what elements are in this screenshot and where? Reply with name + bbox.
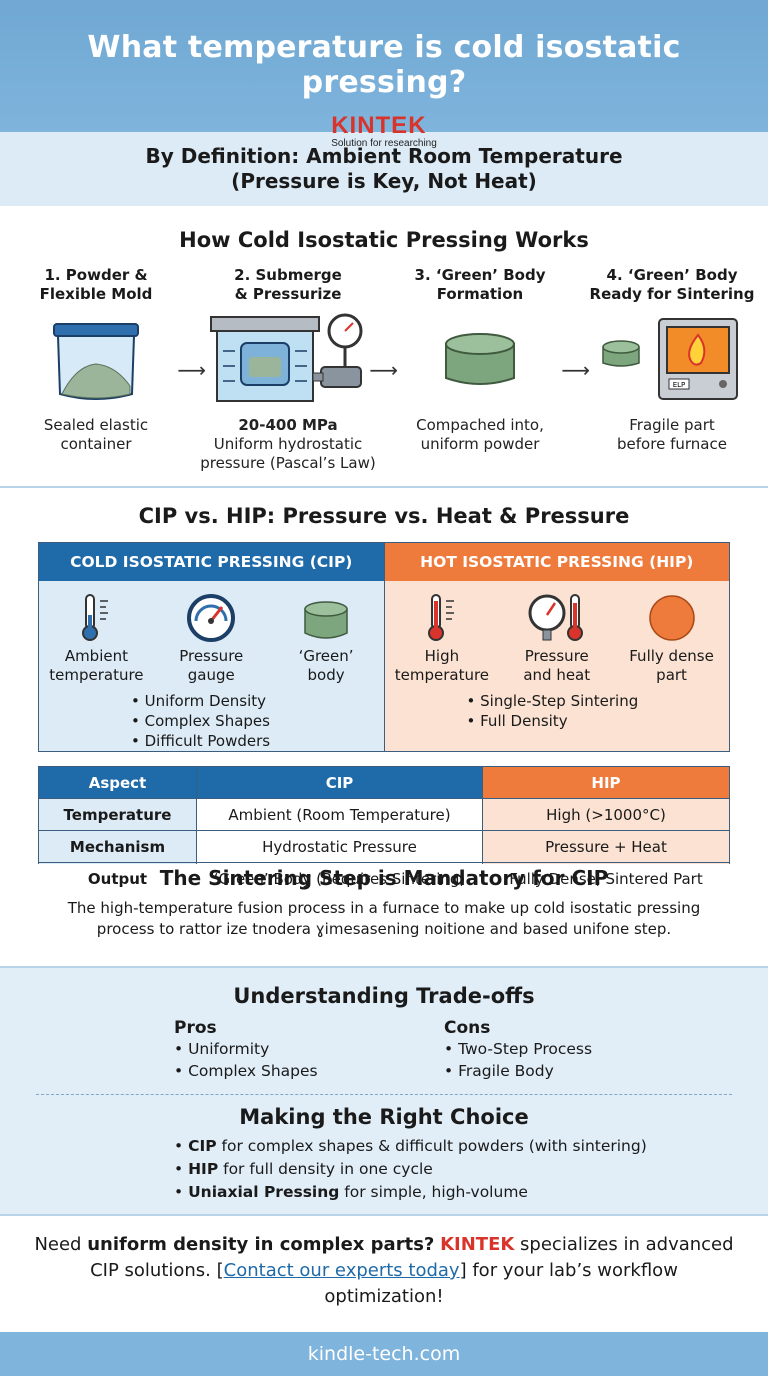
list-item: Fragile Body — [444, 1060, 714, 1082]
list-item: Uniaxial Pressing for simple, high-volum… — [174, 1181, 768, 1204]
step-title: 2. Submerge& Pressurize — [234, 266, 342, 303]
sintering-text: The high-temperature fusion process in a… — [67, 899, 701, 938]
table-header-row: Aspect CIP HIP — [38, 766, 730, 799]
cip-card-header: COLD ISOSTATIC PRESSING (CIP) — [39, 543, 384, 581]
list-item: Two-Step Process — [444, 1038, 714, 1060]
thermometer-high-icon — [387, 591, 497, 643]
mold-container-icon — [0, 306, 192, 416]
table-header: HIP — [482, 766, 730, 799]
table-row: Mechanism Hydrostatic Pressure Pressure … — [38, 830, 730, 863]
furnace-display: ELP — [673, 381, 686, 389]
gauge-thermometer-icon — [502, 591, 612, 643]
thermometer-low-icon — [41, 591, 151, 643]
arrow-right-icon: ⟶ — [561, 358, 590, 382]
cip-vs-hip-section: CIP vs. HIP: Pressure vs. Heat & Pressur… — [0, 488, 768, 895]
how-title: How Cold Isostatic Pressing Works — [179, 228, 589, 252]
cons-title: Cons — [444, 1018, 491, 1038]
right-choice-section: Making the Right Choice CIP for complex … — [0, 1105, 768, 1204]
brand-logo: KINTEK Solution for researching — [331, 112, 437, 150]
table-cell: Hydrostatic Pressure — [196, 830, 483, 863]
arrow-right-icon: ⟶ — [177, 358, 206, 382]
choice-title: Making the Right Choice — [239, 1105, 529, 1129]
header: What temperature is cold isostatic press… — [0, 0, 768, 149]
contact-experts-link[interactable]: Contact our experts today — [223, 1260, 460, 1281]
green-body-icon — [271, 591, 381, 643]
vs-title: CIP vs. HIP: Pressure vs. Heat & Pressur… — [138, 504, 630, 528]
list-item: HIP for full density in one cycle — [174, 1158, 768, 1181]
list-item: CIP for complex shapes & difficult powde… — [174, 1135, 768, 1158]
arrow-right-icon: ⟶ — [369, 358, 398, 382]
cip-bullets: Uniform Density Complex Shapes Difficult… — [39, 691, 384, 751]
definition-line-1: By Definition: Ambient Room Temperature — [145, 144, 623, 168]
page-title: What temperature is cold isostatic press… — [87, 30, 681, 100]
sintering-title: The Sintering Step is Mandatory for CIP — [159, 866, 609, 890]
list-item: Complex Shapes — [174, 1060, 444, 1082]
step-title: 1. Powder &Flexible Mold — [39, 266, 153, 303]
footer-url[interactable]: kindle-tech.com — [0, 1332, 768, 1376]
green-body-icon — [384, 306, 576, 416]
list-item: Uniformity — [174, 1038, 444, 1060]
step-2: 2. Submerge& Pressurize — [192, 266, 398, 473]
pressure-gauge-icon — [156, 591, 266, 643]
tradeoffs-title: Understanding Trade-offs — [233, 984, 535, 1008]
hip-bullets: Single-Step Sintering Full Density — [385, 691, 730, 731]
table-header: Aspect — [38, 766, 197, 799]
sintering-section: The Sintering Step is Mandatory for CIP … — [0, 864, 768, 968]
tradeoffs-section: Understanding Trade-offs Pros Uniformity… — [0, 968, 768, 1214]
table-cell: Pressure + Heat — [482, 830, 730, 863]
hip-card-header: HOT ISOSTATIC PRESSING (HIP) — [384, 543, 729, 581]
pros-list: Pros Uniformity Complex Shapes — [174, 1018, 444, 1082]
brand-tagline: Solution for researching — [331, 138, 437, 149]
divider — [36, 1094, 732, 1095]
step-desc: Compached into,uniform powder — [416, 416, 544, 453]
pressure-vessel-icon — [192, 306, 384, 416]
how-it-works-section: How Cold Isostatic Pressing Works 1. Pow… — [0, 206, 768, 488]
table-row: Temperature Ambient (Room Temperature) H… — [38, 798, 730, 831]
table-cell: Temperature — [38, 798, 197, 831]
call-to-action: Need uniform density in complex parts? K… — [0, 1214, 768, 1308]
table-cell: Mechanism — [38, 830, 197, 863]
brand-name: KINTEK — [331, 112, 427, 139]
definition-line-2: (Pressure is Key, Not Heat) — [231, 169, 537, 193]
furnace-icon: ELP — [576, 306, 768, 416]
cons-list: Cons Two-Step Process Fragile Body — [444, 1018, 714, 1082]
dense-part-icon — [617, 591, 727, 643]
pros-title: Pros — [174, 1018, 217, 1038]
brand-name: KINTEK — [440, 1234, 515, 1255]
table-cell: High (>1000°C) — [482, 798, 730, 831]
table-header: CIP — [196, 766, 483, 799]
table-cell: Ambient (Room Temperature) — [196, 798, 483, 831]
definition-band: By Definition: Ambient Room Temperature … — [0, 132, 768, 206]
